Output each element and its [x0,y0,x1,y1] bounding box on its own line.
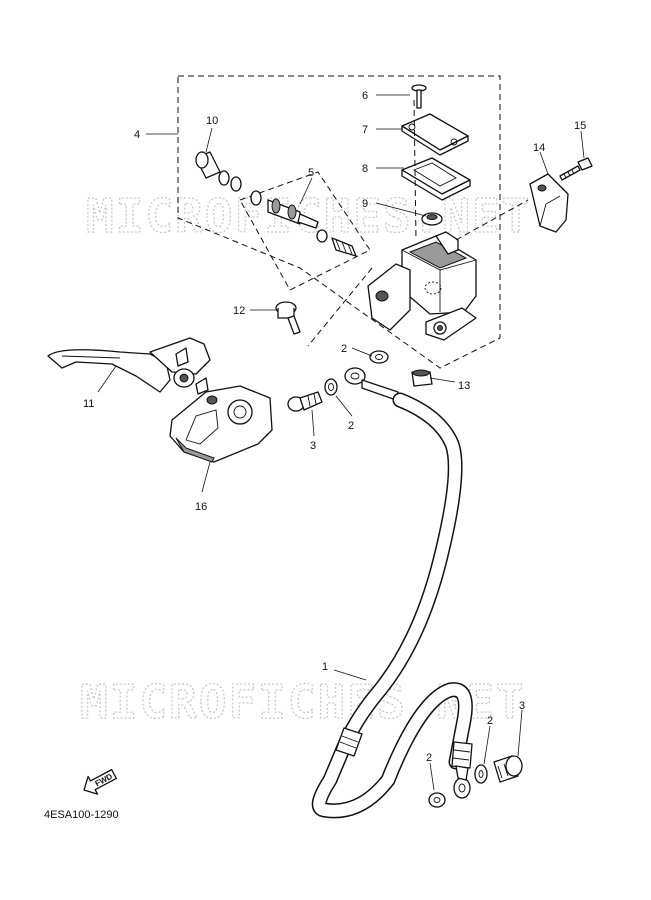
callout-12: 12 [233,305,245,317]
part-11-lever [47,337,211,395]
callout-16: 16 [195,501,207,513]
callout-10: 10 [206,115,218,127]
part-7-reservoir-cap [401,113,469,156]
callout-14: 14 [533,142,545,154]
callout-11: 11 [83,398,94,410]
callout-5: 5 [308,167,314,179]
callout-3-b: 3 [519,700,525,712]
callout-15: 15 [574,120,586,132]
part-10-boot [195,151,242,192]
part-2-washer-c [474,764,488,784]
part-6-screw [411,84,427,109]
part-14-holder [529,173,569,233]
callout-1: 1 [322,661,328,673]
diagram-code: 4ESA100-1290 [44,809,119,821]
part-16-guard [169,385,273,463]
part-9-ring [421,212,443,226]
leader-lines [97,94,585,791]
part-2-washer-b [369,350,389,364]
part-13-cap [411,369,433,387]
callout-2-a: 2 [341,343,347,355]
callout-4: 4 [134,129,140,141]
callouts: 6 7 8 9 10 4 5 14 15 12 11 2 13 3 2 16 1… [83,90,586,764]
part-3-banjo-bolt-top [287,391,323,412]
callout-2-b: 2 [348,420,354,432]
part-8-diaphragm [401,157,471,201]
part-5-piston-kit [250,190,357,257]
master-cylinder-body [367,231,477,341]
callout-7: 7 [362,124,368,136]
watermark-top: MICROFICHES.NET [86,189,531,243]
callout-3-a: 3 [310,440,316,452]
master-cylinder-assembly-box [177,75,501,369]
part-2-washer-a [324,378,338,396]
part-12-pivot-bolt [275,301,301,335]
callout-2-d: 2 [426,752,432,764]
callout-6: 6 [362,90,368,102]
part-2-washer-d [428,792,446,808]
callout-13: 13 [458,380,470,392]
fwd-arrow-icon: FWD [83,768,118,795]
callout-9: 9 [362,198,368,210]
part-1-hose [311,367,473,819]
callout-8: 8 [362,163,368,175]
part-15-bolt [559,157,593,181]
callout-2-c: 2 [487,715,493,727]
part-3-banjo-bolt-bottom [493,755,523,783]
